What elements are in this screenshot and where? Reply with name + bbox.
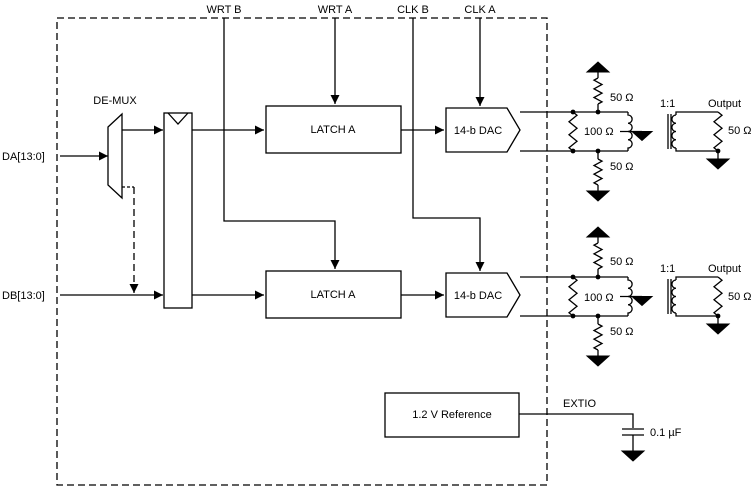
secondary-top-wire (675, 111, 718, 115)
extio-label: EXTIO (563, 398, 596, 410)
wrt-b-label: WRT B (206, 4, 241, 16)
dac-bottom-label: 14-b DAC (454, 290, 502, 302)
latch-top (265, 105, 402, 154)
pulldown-resistor (592, 316, 604, 356)
load-ground-icon (705, 323, 731, 335)
load-resistor (712, 111, 724, 152)
ground-icon (585, 355, 611, 367)
load-ground-icon (705, 158, 731, 170)
pullup-resistor (592, 72, 604, 112)
demux-label: DE-MUX (93, 95, 137, 107)
bottom-ratio-label: 1:1 (660, 263, 675, 275)
latch-top-label: LATCH A (310, 124, 356, 136)
wrt-a-label: WRT A (318, 4, 353, 16)
top-ratio-label: 1:1 (660, 98, 675, 110)
differential-resistor (567, 111, 579, 152)
secondary-top-wire (675, 276, 718, 280)
secondary-bottom-wire (675, 313, 718, 317)
supply-icon (585, 61, 611, 73)
input-register (163, 112, 193, 309)
demux-block (107, 112, 123, 200)
top-r-diff-label: 100 Ω (584, 126, 614, 138)
clk-b-wire (412, 18, 485, 271)
wrt-b-wire (223, 18, 340, 269)
latch-bottom (265, 270, 402, 319)
ground-icon (585, 190, 611, 202)
bottom-output-label: Output (708, 263, 741, 275)
top-r-up-label: 50 Ω (610, 92, 634, 104)
supply-icon (585, 226, 611, 238)
clk-a-label: CLK A (464, 4, 496, 16)
top-output-network (520, 61, 731, 202)
top-r-down-label: 50 Ω (610, 161, 634, 173)
chip-boundary (56, 17, 548, 486)
bottom-output-network (520, 226, 731, 367)
reference-label: 1.2 V Reference (412, 409, 492, 421)
pullup-resistor (592, 237, 604, 277)
top-output-label: Output (708, 98, 741, 110)
register-clock-mark (167, 112, 189, 125)
load-resistor (712, 276, 724, 317)
dac-bottom (445, 272, 521, 318)
secondary-bottom-wire (675, 148, 718, 152)
da-input-label: DA[13:0] (2, 151, 45, 163)
reference-block (384, 392, 520, 438)
db-input-label: DB[13:0] (2, 290, 45, 302)
cap-ground-icon (620, 450, 646, 462)
cap-label: 0.1 µF (650, 427, 682, 439)
clk-b-label: CLK B (397, 4, 429, 16)
latch-bottom-label: LATCH A (310, 289, 356, 301)
bottom-r-load-label: 50 Ω (728, 291, 752, 303)
top-r-load-label: 50 Ω (728, 125, 752, 137)
bottom-r-up-label: 50 Ω (610, 256, 634, 268)
dac-top (445, 107, 521, 153)
bottom-r-diff-label: 100 Ω (584, 292, 614, 304)
center-tap-ground-icon (630, 131, 654, 142)
transformer-secondary (671, 114, 677, 149)
transformer-secondary (671, 279, 677, 314)
differential-resistor (567, 276, 579, 317)
bottom-r-down-label: 50 Ω (610, 326, 634, 338)
dac-top-label: 14-b DAC (454, 125, 502, 137)
pulldown-resistor (592, 151, 604, 191)
center-tap-ground-icon (630, 296, 654, 307)
extio-wire (519, 413, 634, 428)
